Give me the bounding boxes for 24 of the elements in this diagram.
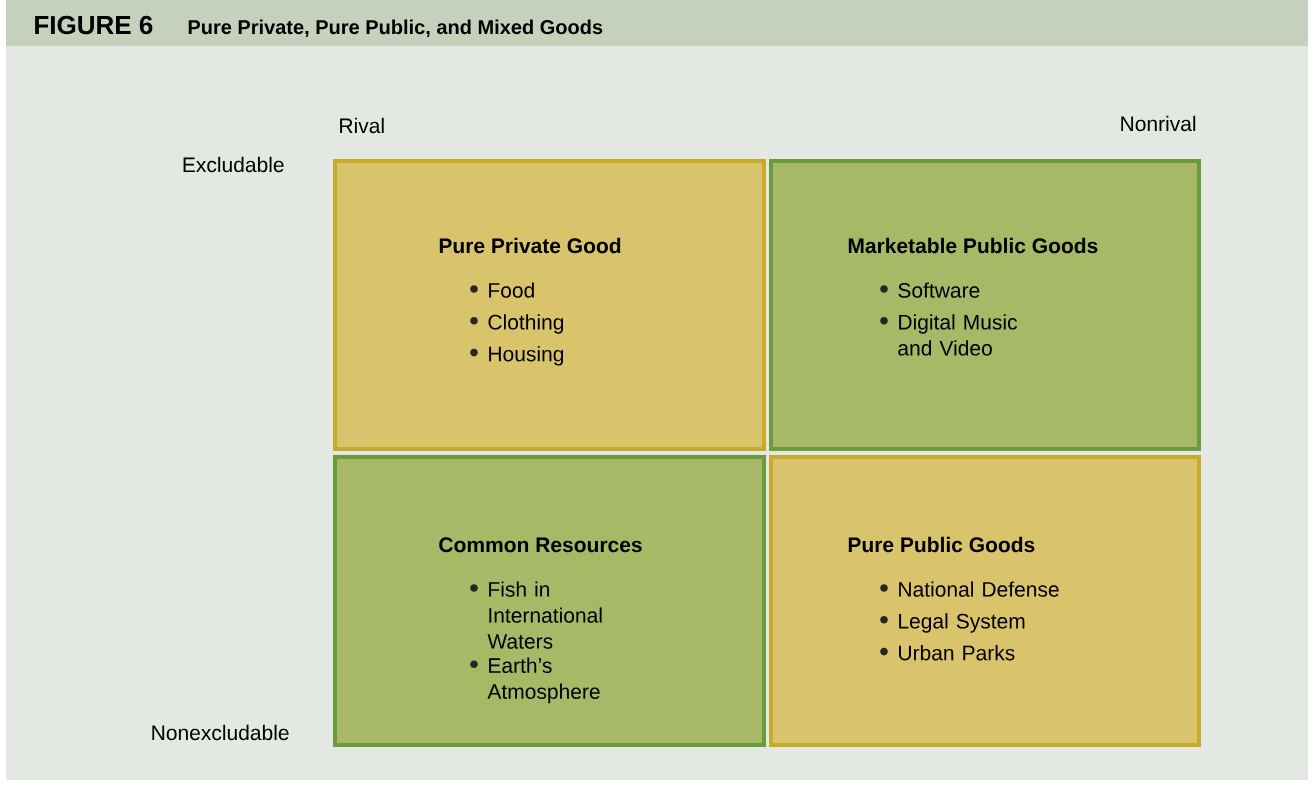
list-item: Food [470,282,534,298]
list-item: Housing [470,346,564,366]
quadrant-box [769,159,1201,451]
quadrant-heading: Marketable Public Goods [848,237,1098,254]
axis-label: Nonexcludable [152,724,289,741]
quadrant-heading: Pure Public Goods [848,536,1035,553]
list-item: National Defense [880,581,1059,597]
axis-label: Excludable [183,156,284,173]
quadrant-box [333,455,766,747]
figure-number: FIGURE 6 [35,15,153,35]
list-item: Digital Music and Video [880,314,1017,356]
quadrant-heading: Common Resources [439,537,642,553]
list-item: Software [880,282,980,298]
list-item: Fish in International Waters [470,581,602,649]
axis-label: Rival [340,117,384,134]
quadrant-box [333,159,766,451]
list-item: Earth’s Atmosphere [470,657,600,704]
list-item: Legal System [880,613,1025,633]
quadrant-heading: Pure Private Good [439,237,621,254]
list-item: Urban Parks [880,645,1015,661]
figure-title: Pure Private, Pure Public, and Mixed Goods [188,19,603,38]
list-item: Clothing [470,314,564,334]
axis-label: Nonrival [1121,115,1196,132]
quadrant-box [769,455,1201,747]
